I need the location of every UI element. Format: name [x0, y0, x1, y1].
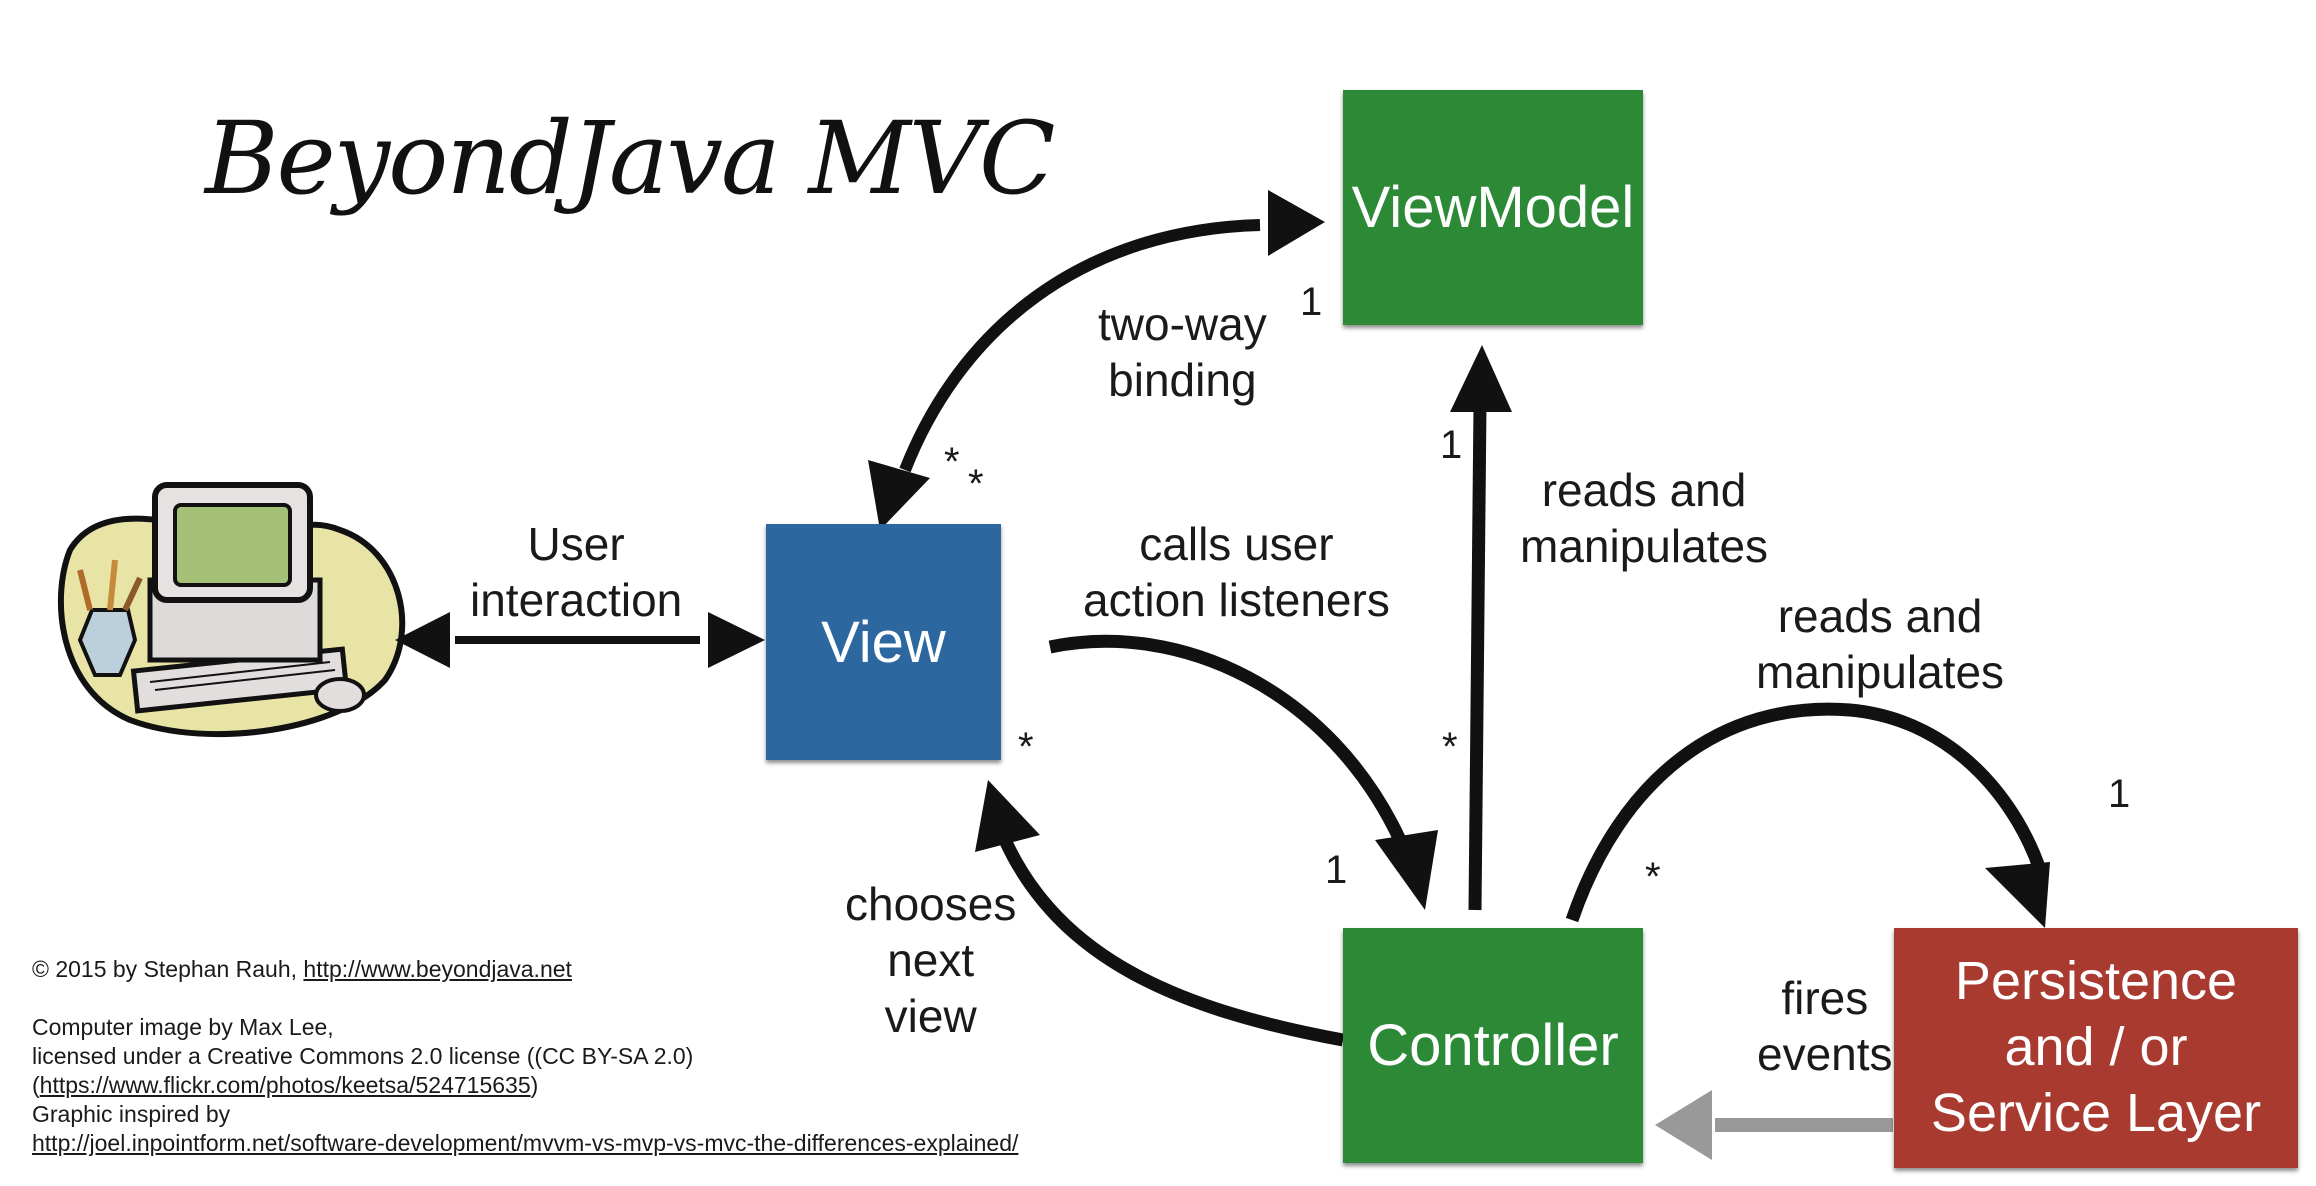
persistence-label-line-1: Persistence — [1954, 951, 2238, 1012]
user-interaction-head-right — [708, 612, 765, 668]
two-way-binding-label: two-way binding — [1098, 296, 1267, 408]
reads-viewmodel-label: reads and manipulates — [1520, 462, 1768, 574]
controller-box: Controller — [1343, 928, 1643, 1163]
two-way-binding-arrow — [899, 219, 1261, 473]
multiplicity-view-calls: * — [1018, 725, 1034, 769]
license-link-open: ( — [32, 1072, 40, 1098]
copyright-text: © 2015 by Stephan Rauh, — [32, 956, 304, 982]
view-box: View — [766, 524, 1001, 760]
reads-persistence-line-2: manipulates — [1756, 646, 2005, 699]
chooses-next-view-head — [975, 780, 1040, 852]
calls-action-listeners-line-1: calls user — [1139, 518, 1334, 570]
credits: © 2015 by Stephan Rauh, http://www.beyon… — [32, 955, 1018, 1158]
multiplicity-view-binding-b: * — [968, 462, 984, 506]
reads-persistence-arrow — [1565, 702, 2047, 923]
multiplicity-viewmodel-binding: 1 — [1300, 280, 1323, 324]
inspired-link[interactable]: http://joel.inpointform.net/software-dev… — [32, 1130, 1019, 1156]
license-line: licensed under a Creative Commons 2.0 li… — [32, 1043, 694, 1069]
calls-action-listeners-head — [1375, 830, 1438, 910]
fires-events-line-1: fires — [1781, 972, 1869, 1024]
multiplicity-view-binding-a: * — [944, 440, 960, 484]
reads-persistence-label: reads and manipulates — [1756, 588, 2004, 700]
reads-viewmodel-head — [1450, 345, 1512, 412]
multiplicity-controller-reads-viewmodel: * — [1442, 725, 1458, 769]
fires-events-line-2: events — [1757, 1028, 1893, 1081]
viewmodel-box: ViewModel — [1343, 90, 1643, 325]
reads-persistence-line-1: reads and — [1777, 590, 1983, 642]
chooses-next-view-line-2: next — [887, 934, 975, 987]
computer-illustration-icon — [57, 482, 406, 738]
fires-events-label: fires events — [1757, 970, 1893, 1082]
calls-action-listeners-arrow — [1048, 634, 1406, 843]
user-interaction-head-left — [395, 612, 450, 668]
inspired-link-line: http://joel.inpointform.net/software-dev… — [32, 1129, 1018, 1158]
calls-action-listeners-line-2: action listeners — [1083, 574, 1390, 627]
chooses-next-view-line-1: chooses — [845, 878, 1017, 930]
persistence-label-line-3: Service Layer — [1930, 1082, 2262, 1143]
chooses-next-view-line-3: view — [884, 990, 977, 1043]
view-label: View — [821, 609, 946, 675]
diagram-title: BeyondJava MVC — [205, 100, 1056, 217]
user-interaction-line-1: User — [527, 518, 625, 570]
two-way-binding-line-2: binding — [1108, 354, 1257, 407]
two-way-binding-head-view — [868, 460, 930, 530]
fires-events-head — [1655, 1090, 1712, 1160]
calls-action-listeners-label: calls user action listeners — [1083, 516, 1390, 628]
persistence-box: Persistence and / or Service Layer — [1894, 928, 2298, 1168]
multiplicity-persistence-reads: 1 — [2108, 772, 2131, 816]
two-way-binding-line-1: two-way — [1098, 298, 1267, 350]
controller-label: Controller — [1367, 1013, 1619, 1078]
multiplicity-controller-calls: 1 — [1325, 848, 1348, 892]
license-link-line: (https://www.flickr.com/photos/keetsa/52… — [32, 1071, 1018, 1100]
chooses-next-view-arrow — [999, 837, 1345, 1047]
multiplicity-viewmodel-reads: 1 — [1440, 423, 1463, 467]
reads-viewmodel-arrow — [1468, 404, 1487, 911]
reads-viewmodel-line-2: manipulates — [1520, 520, 1769, 573]
copyright-link[interactable]: http://www.beyondjava.net — [303, 956, 572, 982]
user-interaction-line-2: interaction — [470, 574, 683, 627]
license-link-close: ) — [530, 1072, 539, 1098]
copyright-line: © 2015 by Stephan Rauh, http://www.beyon… — [32, 955, 1018, 984]
reads-persistence-head — [1985, 862, 2050, 928]
multiplicity-controller-reads-persistence: * — [1645, 855, 1661, 899]
reads-viewmodel-line-1: reads and — [1541, 464, 1747, 516]
inspired-by-line: Graphic inspired by — [32, 1101, 231, 1127]
persistence-label-line-2: and / or — [2004, 1017, 2188, 1078]
image-credit-line: Computer image by Max Lee, — [32, 1014, 334, 1040]
viewmodel-label: ViewModel — [1351, 175, 1635, 240]
chooses-next-view-label: chooses next view — [845, 876, 1016, 1044]
two-way-binding-head-vm — [1268, 190, 1325, 256]
license-link[interactable]: https://www.flickr.com/photos/keetsa/524… — [39, 1072, 531, 1098]
user-interaction-label: User interaction — [470, 516, 682, 628]
